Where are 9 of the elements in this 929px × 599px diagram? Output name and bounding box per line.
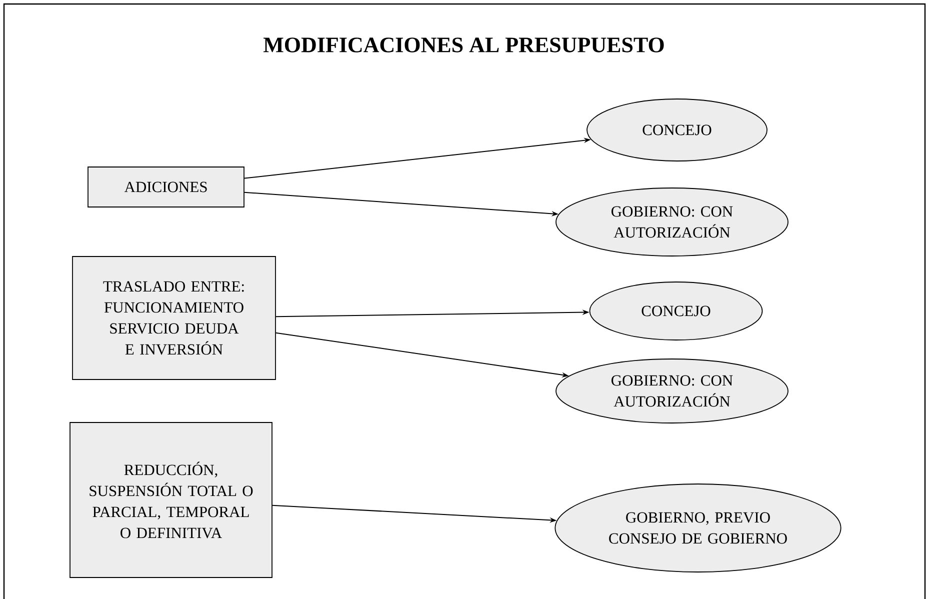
oval-node: GOBIERNO: CON AUTORIZACIÓN — [556, 188, 788, 256]
oval-node: CONCEJO — [589, 282, 763, 340]
process-box: TRASLADO ENTRE: FUNCIONAMIENTO SERVICIO DEUDA E INVERSIÓN — [72, 256, 276, 380]
oval-node: CONCEJO — [586, 98, 768, 162]
oval-node: GOBIERNO, PREVIO CONSEJO DE GOBIERNO — [554, 484, 842, 572]
oval-node: GOBIERNO: CON AUTORIZACIÓN — [556, 358, 788, 424]
process-box: REDUCCIÓN, SUSPENSIÓN TOTAL O PARCIAL, TEMPORAL O DEFINITIVA — [70, 422, 272, 578]
process-box: ADICIONES — [88, 166, 244, 208]
title: MODIFICACIONES AL PRESUPUESTO — [264, 38, 664, 52]
